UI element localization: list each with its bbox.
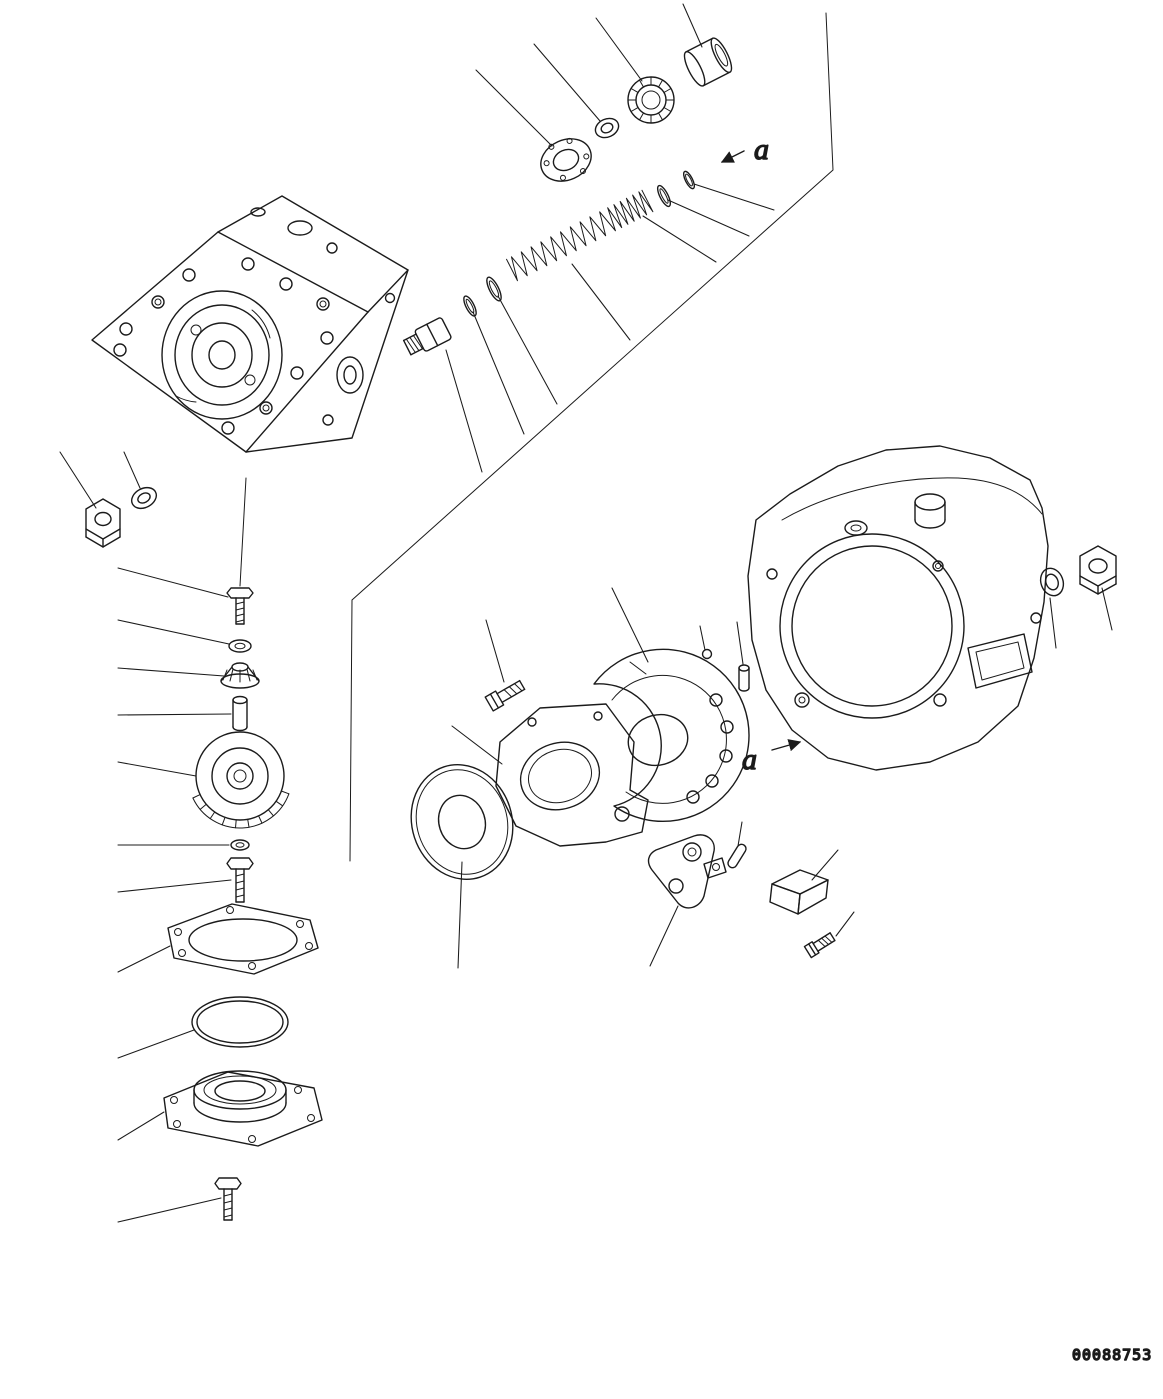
rear-end-cover [747,445,1049,771]
cradle [593,648,750,823]
adjusting-plug [402,317,452,356]
washer-small [230,839,250,851]
pump-front-housing [91,195,409,453]
view-arrow-lower: a [741,739,802,777]
steel-ball [701,648,713,660]
view-label-a-lower: a [742,743,757,776]
retainer-plate [540,137,592,182]
back-up-ring [486,276,502,302]
lock-nut [85,498,121,548]
center-pin [232,695,248,732]
large-o-ring [191,996,289,1048]
socket-head-bolt [484,679,526,712]
detail-view-boundary [349,12,834,862]
seal-washer [130,486,158,510]
bevel-gear [220,662,260,689]
plain-washer [1039,567,1065,597]
stop-ring [682,170,696,190]
hex-lock-nut [1079,545,1117,595]
dowel-pin [738,664,750,692]
hex-bolt-mid [226,857,254,903]
spring-washer [228,639,252,653]
thrust-plate [410,764,514,880]
bearing-flange-housing [163,1070,323,1147]
drawing-number: 00088753 [1072,1346,1152,1364]
pivot-pin [727,843,747,869]
control-spring [506,189,654,282]
view-label-a-upper: a [754,133,769,166]
guide-shoe [769,869,829,915]
spacer-washer [594,117,620,139]
shoe-bolt [803,932,836,959]
swash-plate [495,703,649,847]
o-ring [463,295,477,317]
leader-lines [59,3,1113,1223]
servo-lever [647,834,727,909]
ratchet-cap [192,731,290,829]
hex-bolt-bottom [214,1177,242,1221]
roller-bearing [627,76,675,124]
view-arrow-upper: a [720,132,770,167]
sleeve-bushing [683,37,733,87]
gasket-plate [167,903,319,975]
hex-bolt-top [226,587,254,625]
spring-seat-ring [656,184,672,208]
